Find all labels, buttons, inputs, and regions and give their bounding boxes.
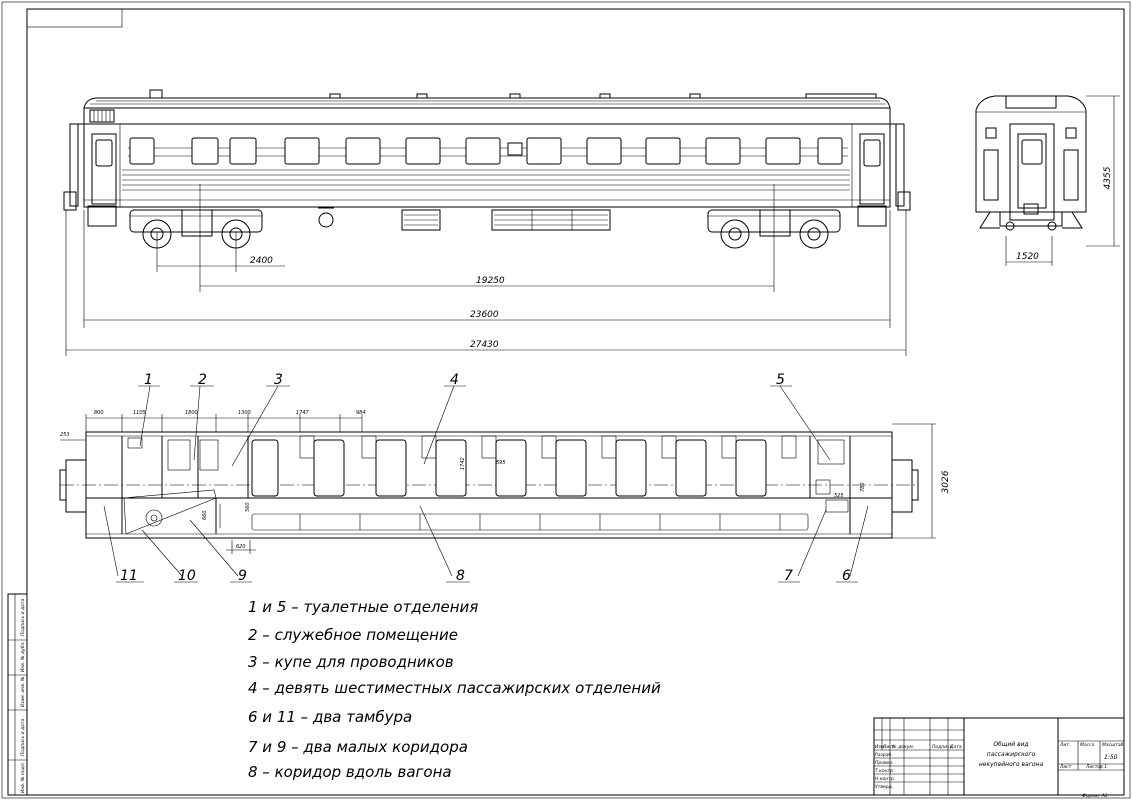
tb-role-4: Н.контр. xyxy=(875,776,895,782)
side-view-dimensions xyxy=(65,184,907,356)
tb-sheet: Лист xyxy=(1059,764,1072,770)
dim-984: 984 xyxy=(356,410,366,416)
tb-col-mass: Масса xyxy=(1080,742,1095,748)
callout-leaders xyxy=(103,385,869,583)
tb-row-sign: Подпись xyxy=(932,744,953,750)
legend: 1 и 5 – туалетные отделения 2 – служебно… xyxy=(248,598,661,781)
tb-row-izm: Изм. xyxy=(875,744,886,750)
callout-7: 7 xyxy=(784,568,793,584)
stamp-label-3: Взам. инв. № xyxy=(20,676,26,707)
dim-560: 560 xyxy=(245,502,251,512)
callout-10: 10 xyxy=(178,568,196,584)
tb-title-line-1: Общий вид xyxy=(993,741,1028,748)
dim-780: 780 xyxy=(860,482,866,492)
dim-bogie-base: 2400 xyxy=(250,256,273,266)
sheet-format: Формат А1 xyxy=(1082,793,1108,799)
window-row xyxy=(128,137,848,165)
dim-620: 620 xyxy=(236,544,246,550)
dim-1800: 1800 xyxy=(185,410,198,416)
tb-sheets: Листов 1 xyxy=(1085,764,1107,770)
tb-row-date: Дата xyxy=(949,744,962,750)
callout-numbers: 1 2 3 4 5 6 7 8 9 10 11 xyxy=(120,372,851,584)
title-block: Изм. Лист № докум. Подпись Дата Разраб. … xyxy=(873,717,1125,796)
dim-bogie-centers: 19250 xyxy=(476,276,505,286)
callout-4: 4 xyxy=(450,372,459,388)
plan-view: 800 1105 1800 1300 1747 984 253 1742 595… xyxy=(59,410,951,554)
side-doors xyxy=(91,133,885,205)
dim-1742: 1742 xyxy=(460,457,466,470)
legend-item-5: 6 и 11 – два тамбура xyxy=(248,708,412,726)
dim-525: 525 xyxy=(834,493,844,499)
legend-item-7: 8 – коридор вдоль вагона xyxy=(248,763,452,781)
stamp-label-5: Инв. № подл. xyxy=(20,762,26,793)
dim-800: 800 xyxy=(94,410,104,416)
callout-8: 8 xyxy=(456,568,465,584)
callout-6: 6 xyxy=(842,568,851,584)
tb-col-scale: Масштаб xyxy=(1102,742,1124,748)
compartment-seats xyxy=(251,435,809,531)
legend-item-3: 3 – купе для проводников xyxy=(248,653,454,671)
tb-row-list: Лист xyxy=(882,744,895,750)
side-view: 2400 19250 23600 27430 xyxy=(63,89,911,356)
callout-11: 11 xyxy=(120,568,138,584)
stamp-label-1: Подпись и дата xyxy=(20,598,26,636)
dim-overall-length: 27430 xyxy=(470,340,499,350)
callout-2: 2 xyxy=(198,372,207,388)
dim-1747: 1747 xyxy=(296,410,310,416)
dim-253: 253 xyxy=(60,432,70,438)
end-view: 4355 1520 xyxy=(975,95,1120,266)
stamp-label-4: Подпись и дата xyxy=(20,718,26,756)
callout-5: 5 xyxy=(776,372,785,388)
legend-item-6: 7 и 9 – два малых коридора xyxy=(248,738,468,756)
side-stamp: Подпись и дата Инв. № дубл. Взам. инв. №… xyxy=(7,593,28,796)
dim-end-height: 4355 xyxy=(1103,166,1113,189)
plan-view-dimensions xyxy=(60,414,936,554)
tb-col-lit: Лит. xyxy=(1059,742,1070,748)
callout-9: 9 xyxy=(238,568,247,584)
dim-gauge: 1520 xyxy=(1016,252,1039,262)
dim-595: 595 xyxy=(496,460,506,466)
legend-item-1: 1 и 5 – туалетные отделения xyxy=(248,598,478,616)
tb-title-line-3: некупейного вагона xyxy=(979,761,1044,768)
dim-plan-width: 3026 xyxy=(941,470,951,493)
tb-role-5: Утверд. xyxy=(875,784,893,790)
bogie-left xyxy=(129,209,263,249)
dim-body-length: 23600 xyxy=(470,310,499,320)
dim-1105: 1105 xyxy=(133,410,146,416)
dim-1300: 1300 xyxy=(238,410,251,416)
tb-scale-value: 1:50 xyxy=(1104,754,1118,761)
legend-item-4: 4 – девять шестиместных пассажирских отд… xyxy=(248,679,661,697)
callout-1: 1 xyxy=(144,372,153,388)
tb-title-line-2: пассажирского xyxy=(987,751,1036,758)
tb-row-doc: № докум. xyxy=(891,744,914,750)
tb-role-3: Т.контр. xyxy=(875,768,895,774)
tb-role-1: Разраб. xyxy=(875,752,893,758)
callout-3: 3 xyxy=(274,372,283,388)
tb-role-2: Провер. xyxy=(875,760,894,766)
stamp-label-2: Инв. № дубл. xyxy=(20,641,26,672)
legend-item-2: 2 – служебное помещение xyxy=(248,626,458,644)
dim-660: 660 xyxy=(202,510,208,520)
